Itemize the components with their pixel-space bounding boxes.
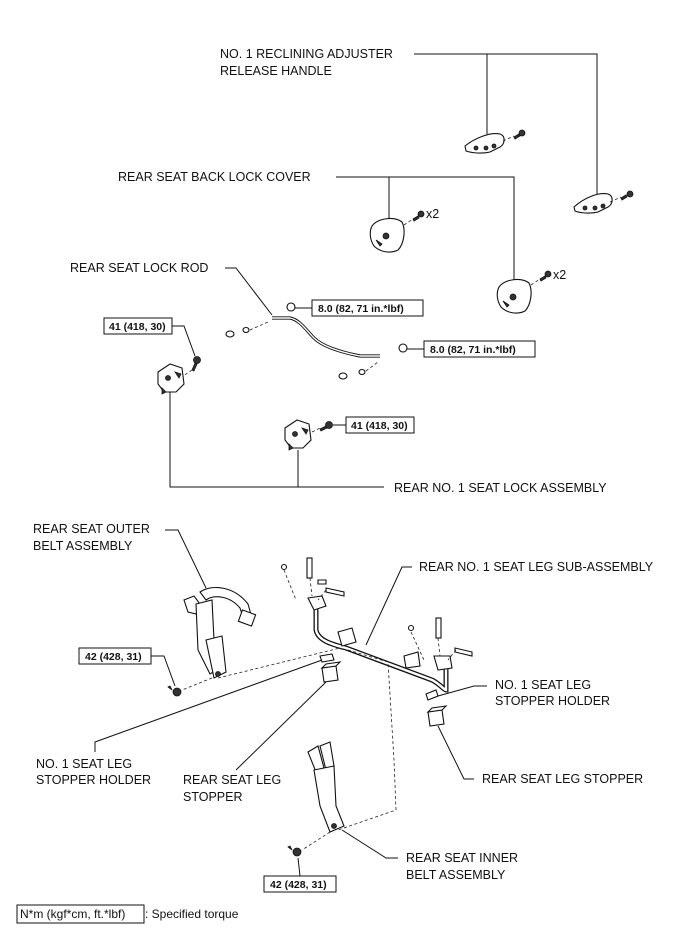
leg-fasteners-left <box>280 557 345 597</box>
torque-box-rod-upper: 8.0 (82, 71 in.*lbf) <box>311 299 424 317</box>
seat-lock-right <box>284 419 312 451</box>
seat-lock-left <box>157 363 185 395</box>
leader-leg-stopper-right <box>437 725 474 780</box>
rod-washers-right <box>338 368 366 380</box>
torque-legend: N*m (kgf*cm, ft.*lbf) : Specified torque <box>16 904 239 924</box>
dash-leg-to-belts <box>217 647 397 831</box>
legend-unit-box <box>16 904 145 924</box>
label-stopper-holder-left-2: STOPPER HOLDER <box>36 773 151 787</box>
torque-box-lock-left: 41 (418, 30) <box>103 317 173 335</box>
leader-reclining-adjuster <box>414 53 598 196</box>
bolt-inner-belt <box>287 845 302 857</box>
leader-leg-sub <box>365 566 412 646</box>
rod-clip-lower <box>398 343 408 353</box>
svg-text:8.0 (82, 71 in.*lbf): 8.0 (82, 71 in.*lbf) <box>430 344 516 356</box>
dash-leg-right <box>410 631 457 661</box>
dash-handle-lower <box>609 196 622 203</box>
label-leg-stopper-left-2: STOPPER <box>183 790 243 804</box>
dash-cover-lower <box>530 278 541 286</box>
label-stopper-holder-right-1: NO. 1 SEAT LEG <box>495 678 591 692</box>
bolt-cover-upper <box>412 210 425 222</box>
reclining-handle-lower <box>573 193 613 214</box>
lock-cover-lower <box>496 278 532 314</box>
dash-lock-right <box>311 427 321 433</box>
inner-belt-assembly <box>307 741 345 833</box>
stopper-holder-right <box>425 689 439 701</box>
leg-stopper-left <box>320 661 342 683</box>
svg-text:42 (428, 31): 42 (428, 31) <box>85 651 142 663</box>
label-lock-cover: REAR SEAT BACK LOCK COVER <box>118 170 311 184</box>
stopper-holder-left <box>319 653 335 663</box>
leg-fasteners-right <box>407 617 473 657</box>
leader-torque-inner-belt <box>297 857 301 877</box>
leader-outer-belt <box>165 529 207 589</box>
label-stopper-holder-right-2: STOPPER HOLDER <box>495 694 610 708</box>
bolt-lock-left <box>191 356 201 372</box>
label-lock-rod: REAR SEAT LOCK ROD <box>70 261 208 275</box>
bolt-lock-right <box>319 421 333 432</box>
torque-box-outer-belt: 42 (428, 31) <box>78 647 152 665</box>
label-leg-stopper-right: REAR SEAT LEG STOPPER <box>482 772 643 786</box>
leader-seat-lock <box>169 392 384 488</box>
label-reclining-adjuster-2: RELEASE HANDLE <box>220 64 332 78</box>
leader-torque-outer-belt <box>151 655 176 687</box>
label-reclining-adjuster-1: NO. 1 RECLINING ADJUSTER <box>220 47 393 61</box>
dash-inner-belt <box>301 831 331 851</box>
leader-leg-stopper-left <box>235 681 327 771</box>
dash-leg-left <box>283 569 327 601</box>
dash-handle-upper <box>502 135 515 142</box>
legend-unit-text: N*m (kgf*cm, ft.*lbf) <box>20 907 125 921</box>
leader-lock-cover <box>336 176 515 284</box>
bolt-cover-lower <box>539 270 552 282</box>
svg-text:41 (418, 30): 41 (418, 30) <box>109 321 166 333</box>
dash-rod <box>249 321 379 372</box>
rod-washers-left <box>225 326 250 338</box>
bolt-outer-belt <box>167 685 182 697</box>
svg-text:8.0 (82, 71 in.*lbf): 8.0 (82, 71 in.*lbf) <box>318 303 404 315</box>
torque-box-rod-lower: 8.0 (82, 71 in.*lbf) <box>423 340 536 358</box>
label-outer-belt-1: REAR SEAT OUTER <box>33 522 150 536</box>
leg-brackets <box>307 595 453 671</box>
label-seat-lock: REAR NO. 1 SEAT LOCK ASSEMBLY <box>394 481 607 495</box>
qty-cover-upper: x2 <box>426 207 439 221</box>
leader-lock-rod <box>225 267 273 316</box>
reclining-handle-upper <box>464 133 505 154</box>
dash-cover-upper <box>403 218 414 226</box>
lock-rod <box>272 316 380 358</box>
leader-inner-belt <box>341 829 398 859</box>
label-stopper-holder-left-1: NO. 1 SEAT LEG <box>36 757 132 771</box>
bolt-handle-lower <box>620 190 634 201</box>
outer-belt-assembly <box>183 586 257 679</box>
svg-text:41 (418, 30): 41 (418, 30) <box>351 420 408 432</box>
label-leg-sub: REAR NO. 1 SEAT LEG SUB-ASSEMBLY <box>419 560 654 574</box>
leg-stopper-right <box>426 705 448 727</box>
label-leg-stopper-left-1: REAR SEAT LEG <box>183 773 281 787</box>
dash-outer-belt <box>181 677 213 691</box>
dash-lock-left <box>182 369 193 377</box>
svg-text:42 (428, 31): 42 (428, 31) <box>270 879 327 891</box>
legend-description: : Specified torque <box>145 907 239 921</box>
torque-box-inner-belt: 42 (428, 31) <box>263 875 337 893</box>
leader-stopper-holder-right <box>437 685 487 697</box>
label-outer-belt-2: BELT ASSEMBLY <box>33 539 133 553</box>
label-inner-belt-1: REAR SEAT INNER <box>406 851 518 865</box>
qty-cover-lower: x2 <box>553 268 566 282</box>
rod-clip-upper <box>286 302 296 312</box>
bolt-handle-upper <box>513 129 526 140</box>
leader-stopper-holder-left <box>94 659 323 752</box>
torque-box-lock-right: 41 (418, 30) <box>345 416 415 434</box>
label-inner-belt-2: BELT ASSEMBLY <box>406 868 506 882</box>
lock-cover-upper <box>369 217 405 253</box>
leader-torque-lock-left <box>172 325 196 357</box>
